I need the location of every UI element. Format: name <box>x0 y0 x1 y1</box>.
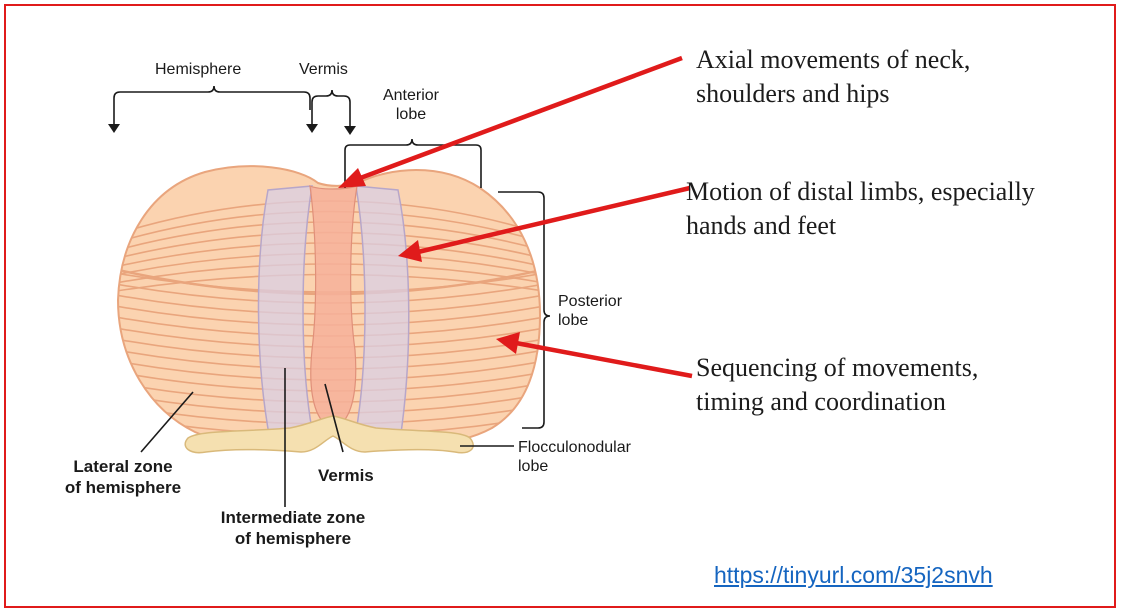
distal-limbs-annotation: Motion of distal limbs, especially hands… <box>686 175 1035 243</box>
hemisphere-bracket <box>114 86 310 110</box>
vermis-bottom-label: Vermis <box>318 465 374 486</box>
posterior-lobe-label: Posterior lobe <box>558 292 622 330</box>
cerebellum-body <box>110 166 550 457</box>
intermediate-zone-label: Intermediate zone of hemisphere <box>198 507 388 549</box>
arrowheads <box>108 124 356 135</box>
axial-movements-annotation: Axial movements of neck, shoulders and h… <box>696 43 970 111</box>
lateral-zone-label: Lateral zone of hemisphere <box>38 456 208 498</box>
source-link[interactable]: https://tinyurl.com/35j2snvh <box>714 562 993 589</box>
vermis-strip <box>310 186 357 425</box>
flocculonodular-lobe-label: Flocculonodular lobe <box>518 438 631 476</box>
vermis-top-label: Vermis <box>299 60 348 79</box>
anterior-lobe-label: Anterior lobe <box>376 86 446 124</box>
vermis-bracket <box>312 90 350 112</box>
folium-line <box>110 437 550 457</box>
hemisphere-label: Hemisphere <box>155 60 241 79</box>
sequencing-annotation: Sequencing of movements, timing and coor… <box>696 351 978 419</box>
